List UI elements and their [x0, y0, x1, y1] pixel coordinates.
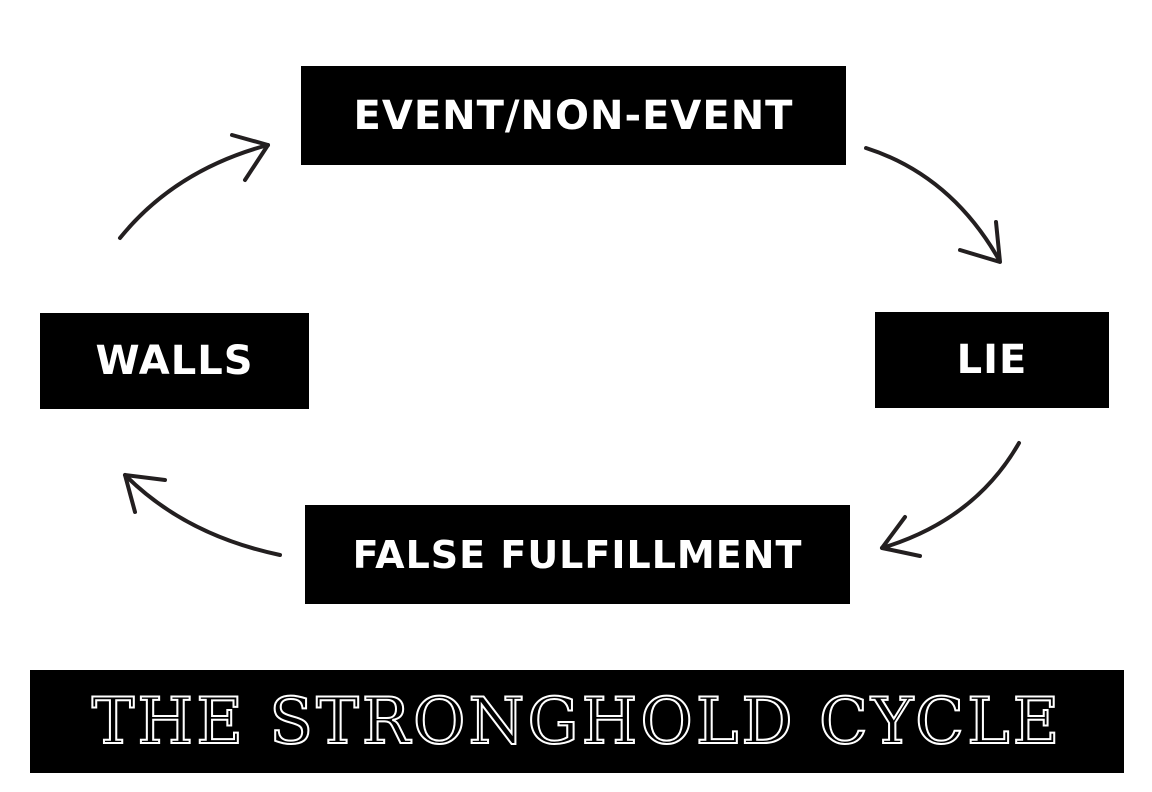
title-banner: THE STRONGHOLD CYCLE — [30, 670, 1124, 773]
node-false-fulfillment-label: FALSE FULFILLMENT — [352, 532, 803, 577]
arrow-walls-to-event — [118, 133, 270, 240]
node-event-non-event: EVENT/NON-EVENT — [301, 66, 846, 165]
arrow-false-fulfillment-to-walls — [123, 473, 282, 557]
arrow-event-to-lie — [864, 146, 1002, 264]
node-walls: WALLS — [40, 313, 309, 409]
node-lie-label: LIE — [956, 337, 1028, 383]
node-walls-label: WALLS — [95, 338, 254, 384]
node-event-label: EVENT/NON-EVENT — [353, 92, 794, 139]
node-lie: LIE — [875, 312, 1109, 408]
diagram-title: THE STRONGHOLD CYCLE — [91, 684, 1063, 760]
arrow-lie-to-false-fulfillment — [880, 441, 1021, 558]
node-false-fulfillment: FALSE FULFILLMENT — [305, 505, 850, 604]
